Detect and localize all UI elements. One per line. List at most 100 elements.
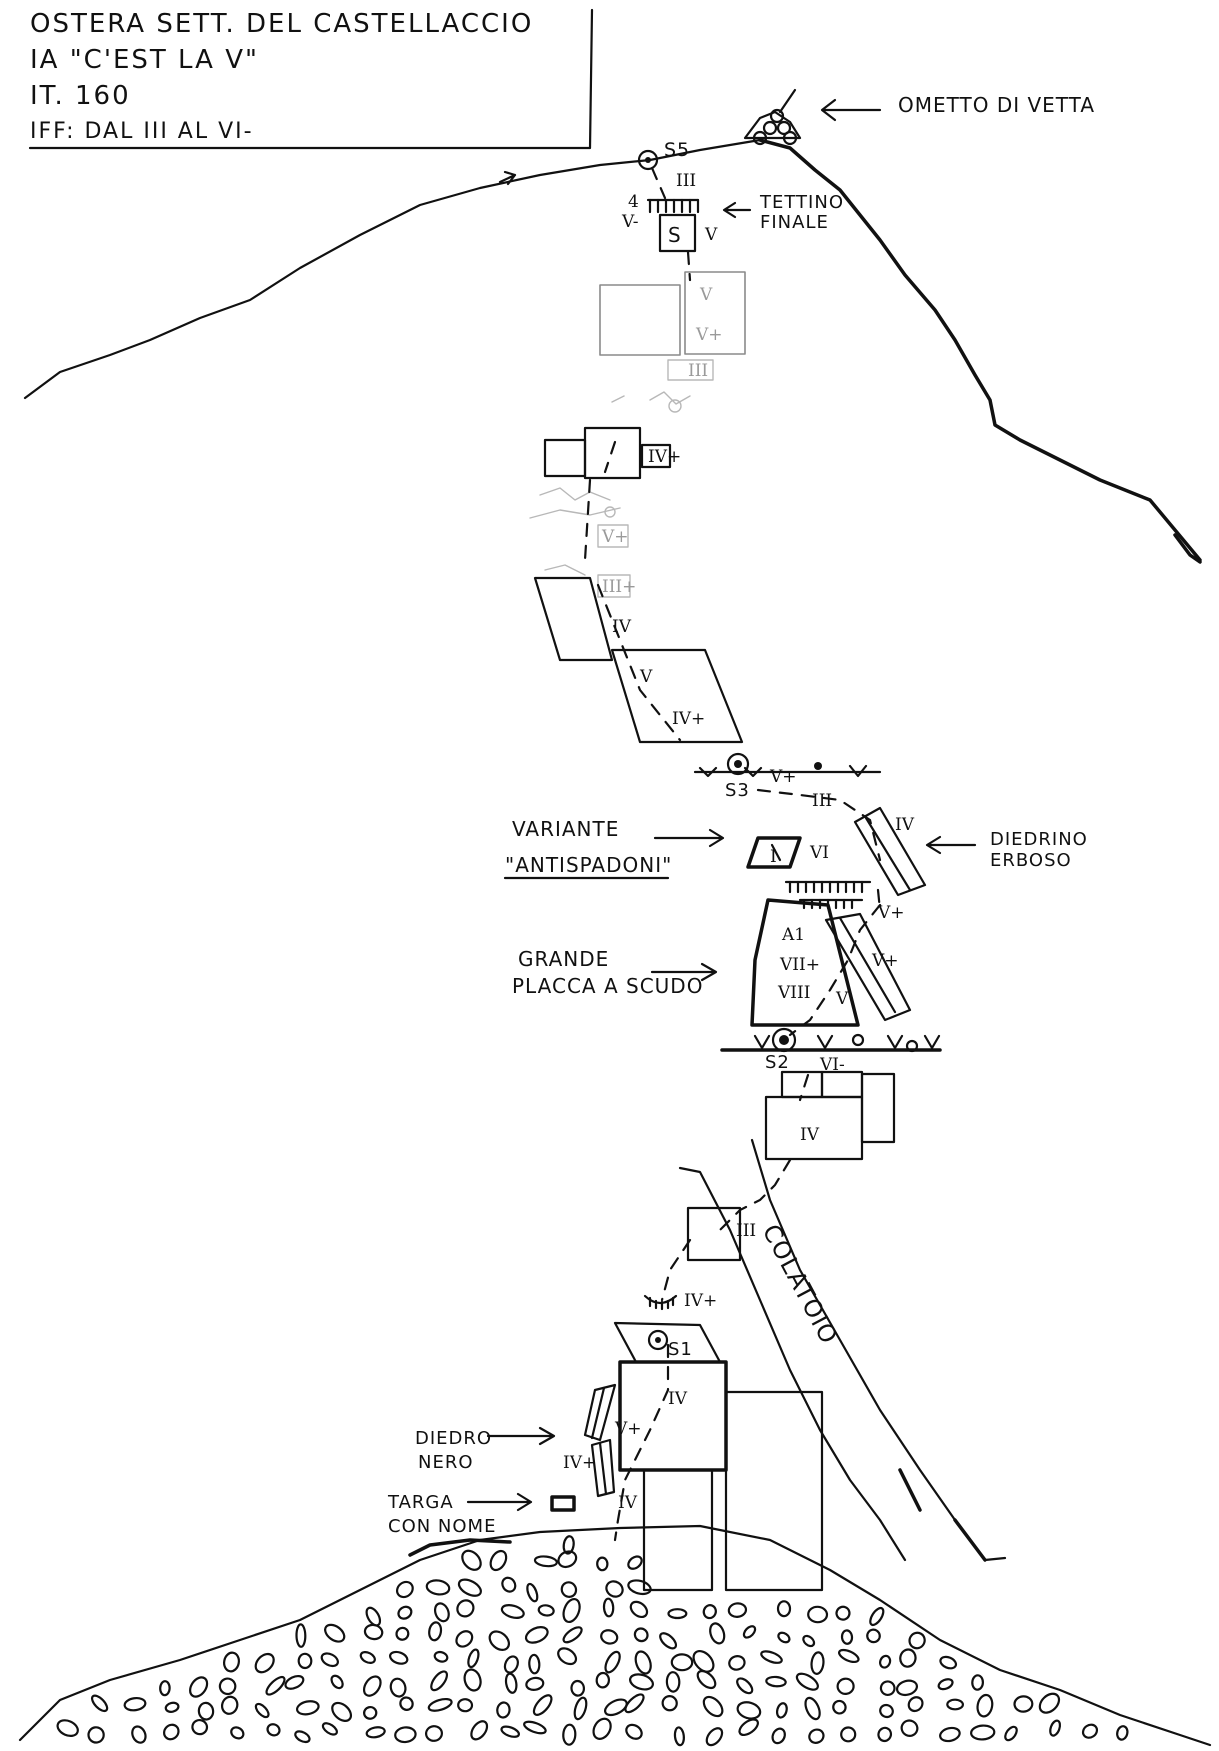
belay-s3-label: S3	[725, 780, 750, 801]
pebble	[389, 1677, 407, 1698]
grade-label: IV+	[648, 447, 681, 467]
pebble	[163, 1723, 180, 1741]
pebble	[500, 1725, 520, 1738]
pebble	[525, 1676, 545, 1691]
pebble	[702, 1604, 717, 1620]
pebble	[939, 1726, 961, 1743]
pebble	[395, 1580, 414, 1599]
route-line	[686, 250, 692, 282]
pebble	[230, 1726, 245, 1740]
variant-text-1: VARIANTE	[512, 817, 619, 841]
pebble	[600, 1629, 619, 1645]
pitch-middle-blocks: IV+	[543, 426, 681, 480]
pebble	[627, 1555, 643, 1570]
pebble	[562, 1597, 581, 1624]
grade-label: V+	[769, 767, 797, 787]
pebble	[457, 1698, 474, 1713]
final-roof: S 4 V- V	[621, 192, 718, 253]
pebble	[330, 1674, 344, 1690]
pebble	[810, 1651, 825, 1675]
route-line	[613, 1343, 670, 1542]
grade-label: A1	[781, 925, 805, 945]
pitch-upper-blocks: V V+ III	[599, 271, 746, 413]
grade-label: III	[812, 791, 832, 811]
header-box-border	[28, 8, 594, 150]
pebble	[596, 1556, 609, 1572]
pebble	[220, 1695, 239, 1715]
pebble	[324, 1623, 346, 1643]
pebble	[802, 1634, 816, 1648]
belay-s5-label: S5	[664, 139, 690, 161]
grade-label: VI-	[819, 1055, 845, 1075]
grade-label: VIII	[777, 983, 810, 1003]
pebble	[123, 1696, 147, 1712]
pebble	[1081, 1723, 1099, 1739]
pebble	[90, 1694, 109, 1713]
pebble	[760, 1650, 783, 1664]
pebble	[365, 1606, 382, 1627]
final-roof-text-2: FINALE	[760, 212, 829, 233]
pebble	[218, 1677, 237, 1696]
pebble	[728, 1655, 746, 1671]
pebble	[365, 1726, 386, 1739]
grade-label: V	[699, 285, 713, 305]
pebble	[869, 1606, 885, 1627]
pebble	[908, 1631, 926, 1650]
grade-label: 4	[628, 192, 639, 212]
pebble	[667, 1608, 688, 1620]
pebble	[776, 1600, 792, 1618]
name-plaque-label: TARGA CON NOME	[387, 1492, 533, 1537]
pebble	[696, 1669, 717, 1690]
pebble	[777, 1631, 791, 1644]
pebble	[533, 1555, 558, 1568]
pebble	[427, 1697, 453, 1712]
pebble	[765, 1675, 787, 1688]
pebble	[835, 1605, 851, 1621]
grade-label: V+	[871, 951, 899, 971]
pebble	[866, 1628, 881, 1644]
arrow-right-icon	[486, 1426, 556, 1446]
gully-right-wall	[750, 1138, 1007, 1562]
pebble	[771, 1727, 786, 1745]
pebble	[807, 1605, 829, 1624]
name-plaque-text-2: CON NOME	[388, 1516, 496, 1537]
pebble	[524, 1626, 549, 1644]
black-corner-text-2: NERO	[418, 1452, 474, 1473]
belay-s3-ledge: S3	[693, 752, 882, 801]
route-length: IT. 160	[30, 81, 131, 111]
grade-label: IV+	[672, 709, 705, 729]
pebble	[562, 1626, 583, 1644]
belay-s2-ledge: S2	[720, 1027, 942, 1073]
pebble	[295, 1700, 320, 1716]
pebble	[879, 1680, 896, 1697]
route-line	[718, 1158, 792, 1232]
pebble	[537, 1604, 555, 1617]
pebble	[389, 1650, 409, 1665]
summit-cairn	[743, 88, 802, 146]
pebble	[557, 1550, 578, 1569]
grassy-corner-label: DIEDRINO ERBOSO	[925, 829, 1087, 871]
grade-label: III	[676, 171, 696, 191]
pebble	[604, 1650, 621, 1674]
grade-label: III	[736, 1221, 756, 1241]
pebble	[727, 1602, 748, 1618]
pebble	[605, 1580, 624, 1598]
pebble	[254, 1652, 275, 1674]
pebble	[742, 1625, 757, 1639]
arrow-left-icon	[722, 201, 752, 219]
black-corner-text-1: DIEDRO	[415, 1428, 492, 1449]
pebble	[1004, 1725, 1018, 1742]
grade-label: V+	[695, 325, 723, 345]
pebble	[191, 1718, 209, 1736]
pebble	[395, 1626, 410, 1641]
pebble	[946, 1698, 964, 1711]
pebble	[795, 1672, 819, 1691]
grade-label: IV	[895, 815, 915, 835]
small-roof: IV+	[643, 1291, 717, 1311]
pebble	[592, 1717, 612, 1740]
pebble	[692, 1649, 715, 1673]
roof-box-label: S	[668, 223, 682, 247]
pebble	[87, 1726, 105, 1744]
route-line	[660, 1238, 692, 1302]
